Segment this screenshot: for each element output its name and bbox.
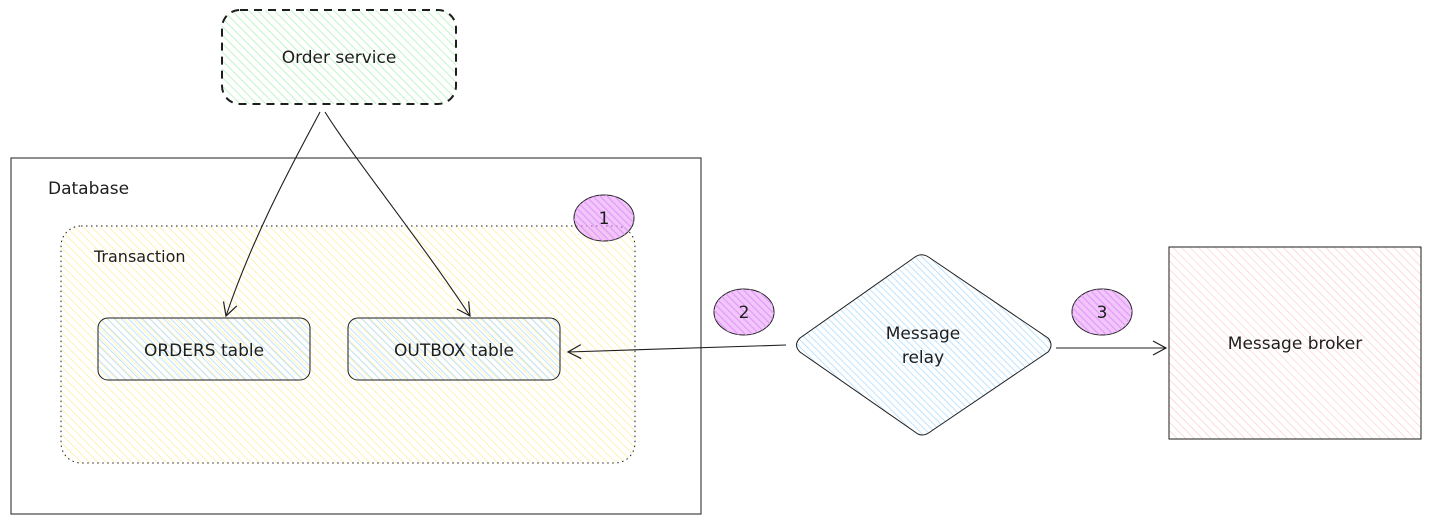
message-relay-label-line2: relay xyxy=(902,348,944,368)
message-broker-label: Message broker xyxy=(1228,334,1362,354)
arrow-order-service-to-outbox-table xyxy=(324,111,471,318)
transaction-label: Transaction xyxy=(93,247,186,266)
message-broker-node: Message broker xyxy=(1168,246,1422,440)
arrow-message-relay-to-outbox-table xyxy=(566,344,787,360)
arrow-order-service-to-orders-table xyxy=(222,111,321,318)
order-service-node: Order service xyxy=(221,9,457,105)
step-badge-3: 3 xyxy=(1071,288,1133,336)
orders-table-label: ORDERS table xyxy=(144,341,264,361)
step-badge-1: 1 xyxy=(573,194,635,242)
step-number-1: 1 xyxy=(599,209,610,229)
message-relay-node: Message relay xyxy=(796,254,1052,436)
orders-table-node: ORDERS table xyxy=(97,317,311,381)
step-number-3: 3 xyxy=(1097,303,1108,323)
order-service-label: Order service xyxy=(282,48,397,68)
outbox-table-node: OUTBOX table xyxy=(347,317,561,381)
outbox-table-label: OUTBOX table xyxy=(394,341,514,361)
step-number-2: 2 xyxy=(739,303,750,323)
message-relay-label-line1: Message xyxy=(886,324,961,344)
step-badge-2: 2 xyxy=(713,288,775,336)
database-label: Database xyxy=(48,179,129,199)
